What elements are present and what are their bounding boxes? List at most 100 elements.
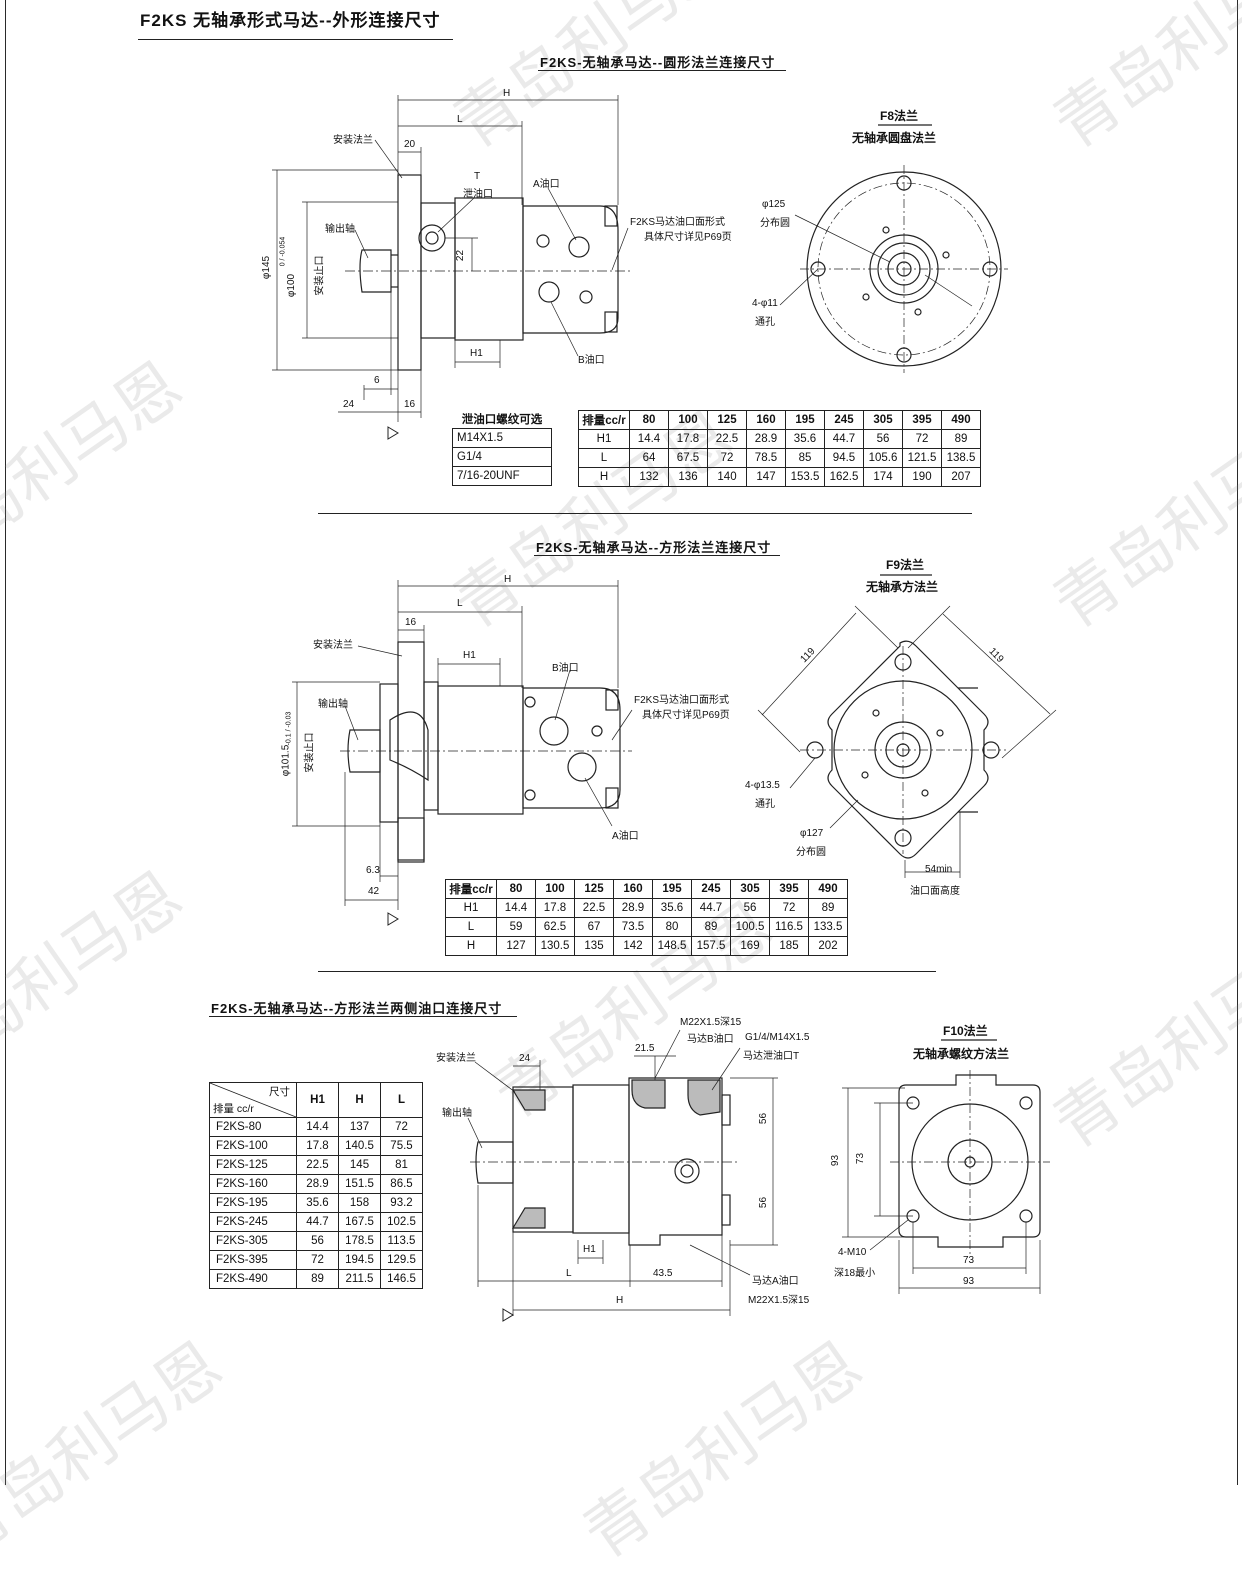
sq-label-output-shaft: 输出轴 [318, 699, 348, 710]
f9-end-view-drawing [757, 574, 1057, 878]
f9-pcd-name: 分布圆 [796, 847, 826, 858]
table-corner-bottom: 排量 cc/r [213, 1103, 254, 1115]
table-header-displacement: 排量cc/r [578, 410, 630, 430]
side-A-port: 马达A油口 [752, 1276, 799, 1287]
dim-16: 16 [404, 399, 416, 410]
table-cell: 147 [746, 467, 786, 487]
side-g14: G1/4/M14X1.5 [745, 1032, 810, 1043]
table-cell: 56 [863, 429, 903, 449]
table-cell: 178.5 [338, 1231, 381, 1251]
side-drain-T: 马达泄油口T [743, 1051, 800, 1062]
f10-flange-code: F10法兰 [943, 1024, 988, 1038]
table-cell: 80 [652, 917, 692, 937]
drain-thread-header: 泄油口螺纹可选 [452, 410, 552, 429]
side-dim-43.5: 43.5 [653, 1268, 673, 1279]
f9-pcd: φ127 [800, 828, 824, 839]
table-row-model: F2KS-80 [209, 1117, 297, 1137]
f9-through: 通孔 [755, 799, 775, 810]
table-cell: 207 [941, 467, 981, 487]
label-drain: 泄油口 [463, 189, 493, 200]
table-cell: 129.5 [380, 1250, 423, 1270]
table-cell: 185 [769, 936, 809, 956]
dim-L: L [457, 114, 463, 125]
table-cell: 89 [808, 898, 848, 918]
table-cell: 211.5 [338, 1269, 381, 1289]
table-cell: 113.5 [380, 1231, 423, 1251]
table-cell: 140 [707, 467, 747, 487]
f10-dim-73-horizontal: 73 [963, 1255, 975, 1266]
table-cell: 136 [668, 467, 708, 487]
side-dim-L: L [566, 1268, 572, 1279]
table-cell: 28.9 [296, 1174, 339, 1194]
sq-label-see-p69: 具体尺寸详见P69页 [642, 710, 730, 721]
f9-holes: 4-φ13.5 [745, 780, 780, 791]
side-section-title: F2KS-无轴承马达--方形法兰两侧油口连接尺寸 [211, 1001, 503, 1016]
table-header-cell: 245 [691, 879, 731, 899]
f9-face-height: 油口面高度 [910, 886, 960, 897]
label-face-form: F2KS马达油口面形式 [630, 217, 726, 228]
dim-H: H [503, 88, 511, 99]
table-cell: 62.5 [535, 917, 575, 937]
side-title-underline [209, 1016, 517, 1017]
side-mount-flange: 安装法兰 [436, 1053, 476, 1064]
table-header-displacement: 排量cc/r [445, 879, 497, 899]
sq-dim-16: 16 [405, 617, 417, 628]
table-row-model: F2KS-160 [209, 1174, 297, 1194]
table-cell: 17.8 [296, 1136, 339, 1156]
label-see-p69: 具体尺寸详见P69页 [644, 232, 732, 243]
side-output-shaft: 输出轴 [442, 1108, 472, 1119]
f8-pcd: φ125 [762, 199, 786, 210]
side-B-port: 马达B油口 [687, 1034, 734, 1045]
table-cell: 135 [574, 936, 614, 956]
table-cell: 130.5 [535, 936, 575, 956]
table-cell: 67 [574, 917, 614, 937]
label-A-port: A油口 [533, 179, 560, 190]
section-divider [318, 513, 972, 514]
table-cell: 73.5 [613, 917, 653, 937]
f9-flange-name: 无轴承方法兰 [866, 580, 939, 594]
side-dim-21.5: 21.5 [635, 1043, 655, 1054]
page-title: F2KS 无轴承形式马达--外形连接尺寸 [140, 11, 441, 30]
sq-label-A-port: A油口 [612, 831, 639, 842]
title-underline [138, 39, 453, 40]
sq-dim-H: H [504, 574, 512, 585]
round-section-title: F2KS-无轴承马达--圆形法兰连接尺寸 [540, 55, 776, 70]
table-cell: 17.8 [535, 898, 575, 918]
dim-6: 6 [374, 375, 380, 386]
sq-label-mount-flange: 安装法兰 [313, 640, 353, 651]
drain-thread-table: 泄油口螺纹可选 M14X1.5 G1/4 7/16-20UNF [452, 410, 552, 486]
f9-flange-code: F9法兰 [886, 558, 925, 572]
square-section-title: F2KS-无轴承马达--方形法兰连接尺寸 [536, 540, 772, 555]
dim-24: 24 [343, 399, 355, 410]
side-m22-bottom: M22X1.5深15 [748, 1295, 810, 1306]
f8-flange-code: F8法兰 [880, 109, 919, 123]
table-cell: 202 [808, 936, 848, 956]
label-mount-flange: 安装法兰 [333, 135, 373, 146]
side-dim-H: H [616, 1295, 624, 1306]
table-corner-top: 尺寸 [269, 1086, 290, 1098]
drain-thread-cell: 7/16-20UNF [452, 466, 552, 486]
table-cell: 121.5 [902, 448, 942, 468]
sq-dim-42: 42 [368, 886, 380, 897]
table-header-cell: 490 [808, 879, 848, 899]
dim-H1: H1 [470, 348, 483, 359]
table-header-cell: L [380, 1082, 423, 1118]
side-dim-24: 24 [519, 1053, 531, 1064]
drain-thread-cell: M14X1.5 [452, 428, 552, 448]
f8-end-view-drawing [779, 124, 1008, 373]
table-header-cell: 125 [707, 410, 747, 430]
sq-dim-L: L [457, 598, 463, 609]
sq-label-face-form: F2KS马达油口面形式 [634, 695, 730, 706]
table-corner-header: 尺寸排量 cc/r [209, 1082, 297, 1118]
sq-dim-H1: H1 [463, 650, 476, 661]
table-header-cell: 195 [785, 410, 825, 430]
section-divider [318, 971, 936, 972]
sq-dim-6.3: 6.3 [366, 865, 380, 876]
